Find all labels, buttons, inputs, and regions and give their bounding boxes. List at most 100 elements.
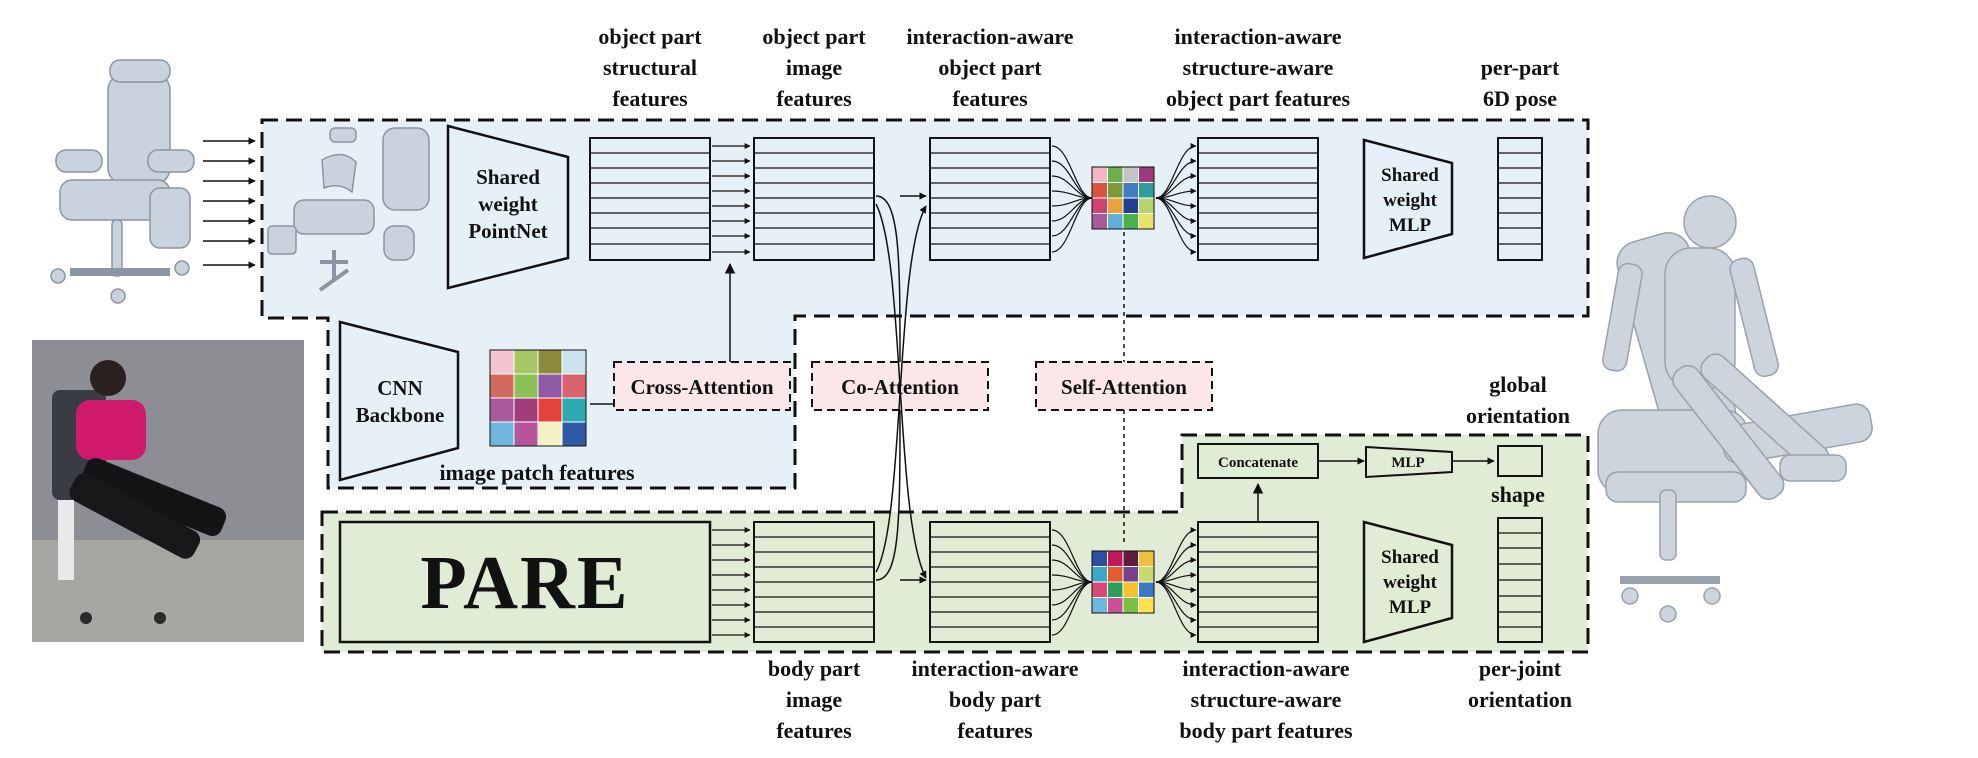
pointnet-label: weight [478,192,538,216]
global-orientation-label: global [1489,372,1546,397]
mlp-bottom-label: MLP [1389,597,1432,618]
chair-pointcloud-image [50,59,195,304]
bottom-grid-cell [1138,566,1155,583]
top-grid-cell [1138,182,1155,199]
fan-in-bottom [1051,529,1093,636]
patch-cell [489,421,515,447]
fan-out-top [1155,143,1197,255]
bottom-grid-cell [1138,597,1155,614]
cross-attention-label: Cross-Attention [630,375,773,399]
shape-label: shape [1491,482,1545,507]
body-inter-label: body part [949,687,1042,712]
obj-image-label: image [786,55,842,80]
body-inter-struct-label: body part features [1179,718,1353,743]
per-joint-label: per-joint [1479,656,1562,681]
obj-image-label: features [776,86,852,111]
cnn-backbone-module: CNN Backbone [338,320,460,482]
bottom-grid-cell [1091,581,1108,598]
concatenate-label: Concatenate [1218,455,1298,471]
bottom-grid-cell [1138,550,1155,567]
pointnet-label: Shared [476,165,540,189]
self-attention-grid-bottom [1091,550,1155,614]
self-attention-box: Self-Attention [1035,361,1213,411]
body-image-features [753,521,875,643]
body-inter-struct-label: interaction-aware [1183,656,1350,681]
chair-parts-image [267,127,430,292]
self-attention-grid-top [1091,166,1155,230]
obj-inter-label: features [952,86,1028,111]
per-joint-label: orientation [1468,687,1572,712]
per-part-label: per-part [1481,55,1560,80]
obj-struct-label: structural [603,55,697,80]
bottom-labels: body part image features interaction-awa… [768,656,1572,743]
patch-cell [513,421,539,447]
cnn-label: Backbone [356,403,445,427]
top-labels: object part structural features object p… [598,24,1570,507]
patch-cell [513,349,539,375]
pare-to-body-arrows [712,527,751,638]
patch-cell [561,397,587,423]
bottom-grid-cell [1122,581,1139,598]
body-interaction-features [929,521,1051,643]
fan-in-top [1051,145,1093,253]
patch-cell [537,349,563,375]
mlp-top-label: weight [1383,190,1438,211]
patch-cell [537,373,563,399]
bottom-grid-cell [1107,550,1124,567]
bottom-grid-cell [1122,566,1139,583]
bottom-grid-cell [1091,597,1108,614]
object-interaction-structure-features [1197,137,1319,261]
co-attention-cross-curves [875,192,927,584]
bottom-grid-cell [1091,566,1108,583]
patch-cell [561,421,587,447]
top-grid-cell [1122,182,1139,199]
body-image-label: body part [768,656,861,681]
patch-cell [561,349,587,375]
top-grid-cell [1122,166,1139,183]
image-patch-grid [489,349,587,447]
top-grid-cell [1107,166,1124,183]
input-photo [32,340,304,642]
mlp-bottom-label: Shared [1381,547,1439,568]
top-grid-cell [1138,213,1155,230]
top-grid-cell [1107,197,1124,214]
input-arrows [203,137,256,269]
bottom-grid-cell [1122,597,1139,614]
bottom-grid-cell [1138,581,1155,598]
image-patch-features-label: image patch features [439,460,635,485]
concatenate-module: Concatenate [1197,443,1319,479]
top-grid-cell [1138,197,1155,214]
obj-image-label: object part [762,24,866,49]
patch-cell [489,373,515,399]
mlp-top-label: MLP [1389,215,1432,236]
obj-inter-struct-label: object part features [1166,86,1351,111]
top-grid-cell [1091,166,1108,183]
pare-label: PARE [420,541,629,625]
patch-cell [489,349,515,375]
mlp-bottom-module: Shared weight MLP [1362,520,1454,644]
obj-struct-label: features [612,86,688,111]
mlp-top-module: Shared weight MLP [1362,138,1454,260]
top-grid-cell-border [1091,166,1155,230]
bottom-grid-cell [1107,597,1124,614]
fan-out-bottom [1155,527,1197,638]
global-orientation-shape-output [1497,445,1543,477]
obj-inter-label: interaction-aware [907,24,1074,49]
global-orientation-label: orientation [1466,403,1570,428]
body-inter-struct-label: structure-aware [1191,687,1342,712]
top-grid-cell [1091,197,1108,214]
bottom-grid-cell [1091,550,1108,567]
mlp-bottom-label: weight [1383,572,1438,593]
top-grid-cell [1107,213,1124,230]
mlp-label: MLP [1391,455,1424,471]
self-attention-label: Self-Attention [1061,375,1187,399]
patch-cell [561,373,587,399]
patch-cell [513,373,539,399]
top-grid-cell [1091,182,1108,199]
body-image-label: features [776,718,852,743]
top-grid-cell [1107,182,1124,199]
bottom-grid-cell [1107,566,1124,583]
obj-struct-label: object part [598,24,702,49]
